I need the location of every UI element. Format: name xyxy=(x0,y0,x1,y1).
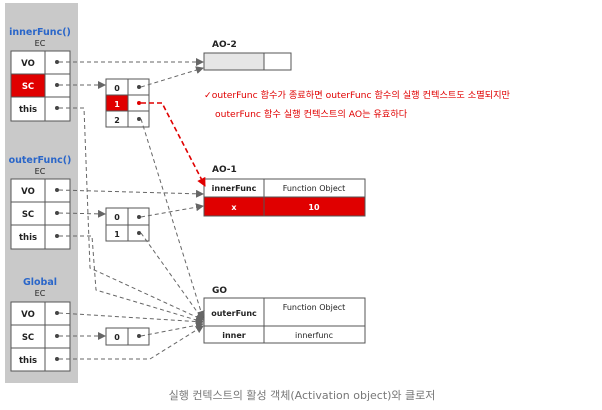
global-sc-label: SC xyxy=(22,333,34,343)
arrow-outerfunc-sc-to-scope xyxy=(58,209,106,218)
innerfunc-sc-label: SC xyxy=(22,82,34,92)
outerfunc-vo-pointer-dot xyxy=(55,188,59,192)
global-scope-index-0: 0 xyxy=(114,333,120,342)
outerfunc-ec-box xyxy=(10,178,71,250)
global-vo-pointer-dot xyxy=(55,311,59,315)
go-inner-value: innerfunc xyxy=(295,331,333,340)
outerfunc-this-pointer-dot xyxy=(55,234,59,238)
innerfunc-this-pointer-dot xyxy=(55,106,59,110)
ao1-object: AO-1 innerFunc Function Object x 10 xyxy=(203,165,366,217)
arrow-outerfunc-vo-to-ao1 xyxy=(58,189,204,198)
global-ec-title: Global xyxy=(23,277,57,288)
ao1-x-key: x xyxy=(231,203,237,212)
go-outerfunc-value: Function Object xyxy=(283,303,346,312)
arrow-innerfunc-this-to-go xyxy=(59,107,204,321)
ao1-innerfunc-value: Function Object xyxy=(283,184,346,193)
arrow-innerfunc-scope2-to-go xyxy=(140,118,205,319)
outerfunc-scope-index-0: 0 xyxy=(114,213,120,222)
arrow-global-vo-to-go xyxy=(58,312,204,326)
global-this-pointer-dot xyxy=(55,357,59,361)
arrow-closure-scope1-to-ao1 xyxy=(141,102,206,187)
ao1-x-value: 10 xyxy=(308,203,320,212)
innerfunc-scope-index-1: 1 xyxy=(114,100,120,109)
innerfunc-execution-context: innerFunc() EC VO SC this xyxy=(9,27,71,122)
global-object: GO outerFunc Function Object inner inner… xyxy=(203,286,366,344)
global-scope-chain: 0 xyxy=(105,327,150,346)
outerfunc-ec-title: outerFunc() xyxy=(9,155,72,166)
figure-caption: 실행 컨텍스트의 활성 객체(Activation object)와 클로저 xyxy=(169,388,436,402)
arrow-outerfunc-scope1-to-go xyxy=(140,232,204,321)
go-outerfunc-key: outerFunc xyxy=(211,309,257,318)
innerfunc-this-label: this xyxy=(19,105,37,115)
arrow-global-this-to-go xyxy=(59,325,204,360)
global-sc-pointer-dot xyxy=(55,334,59,338)
arrow-global-scope0-to-go xyxy=(140,321,204,337)
innerfunc-ec-subtitle: EC xyxy=(35,39,46,48)
arrow-innerfunc-scope0-to-ao2 xyxy=(140,66,204,88)
ao2-object: AO-2 xyxy=(203,40,292,71)
outerfunc-ec-subtitle: EC xyxy=(35,167,46,176)
outerfunc-this-label: this xyxy=(19,233,37,243)
note-line-1: ✓outerFunc 함수가 종료하면 outerFunc 함수의 실행 컨텍스… xyxy=(204,89,511,101)
ao1-innerfunc-key: innerFunc xyxy=(212,184,257,193)
reference-arrows xyxy=(58,58,205,360)
innerfunc-sc-pointer-dot xyxy=(55,83,59,87)
innerfunc-vo-pointer-dot xyxy=(55,60,59,64)
outerfunc-vo-label: VO xyxy=(21,187,35,197)
go-inner-key: inner xyxy=(222,331,246,340)
arrow-outerfunc-scope0-to-ao1 xyxy=(140,203,204,218)
innerfunc-sc-highlight xyxy=(11,74,45,97)
innerfunc-scope-index-0: 0 xyxy=(114,84,120,93)
innerfunc-vo-label: VO xyxy=(21,59,35,69)
arrow-outerfunc-this-to-go xyxy=(59,235,204,324)
go-label: GO xyxy=(212,286,227,296)
outerfunc-scope-index-1: 1 xyxy=(114,230,120,239)
note-line-2: outerFunc 함수 실행 컨텍스트의 AO는 유효하다 xyxy=(215,108,408,120)
outerfunc-sc-pointer-dot xyxy=(55,211,59,215)
global-this-label: this xyxy=(19,356,37,366)
global-ec-subtitle: EC xyxy=(35,289,46,298)
outerfunc-execution-context: outerFunc() EC VO SC this xyxy=(9,155,72,250)
outerfunc-scope-chain: 0 1 xyxy=(105,207,150,242)
innerfunc-scope-index-2: 2 xyxy=(114,116,120,125)
ao1-x-row-highlight xyxy=(204,197,365,216)
innerfunc-ec-title: innerFunc() xyxy=(9,27,71,38)
ao2-label: AO-2 xyxy=(212,40,237,50)
outerfunc-sc-label: SC xyxy=(22,210,34,220)
innerfunc-scope-index-1-highlight xyxy=(106,95,128,111)
global-vo-label: VO xyxy=(21,310,35,320)
ao1-label: AO-1 xyxy=(212,165,237,175)
